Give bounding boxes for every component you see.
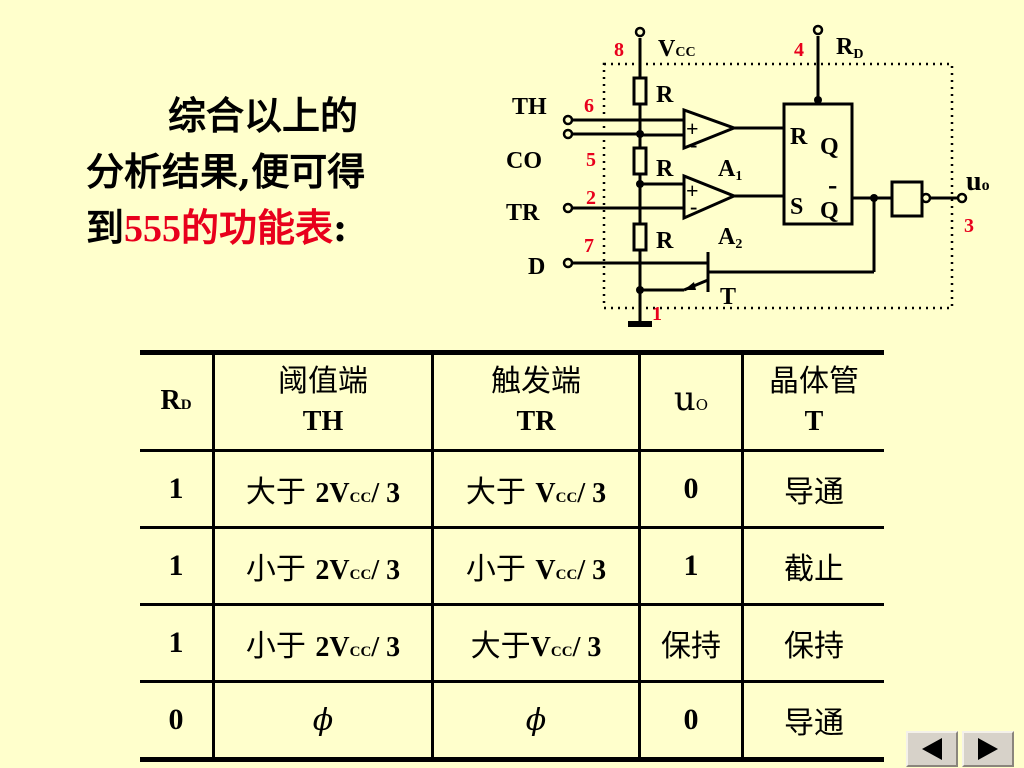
output-inverter — [890, 180, 924, 218]
circuit-diagram: VCC RD TH CO TR D R R R A1 A2 R S Q Q - … — [506, 24, 990, 327]
ff-qbar-label: Q — [820, 198, 839, 224]
output-label: uo — [966, 166, 990, 197]
pin-4: 4 — [794, 39, 804, 61]
table-row: 0 ϕ ϕ 0 导通 — [140, 681, 884, 760]
pin-3: 3 — [964, 215, 974, 237]
ff-qbar-overline: - — [828, 170, 837, 201]
table-row: 1 大于 2VCC/ 3 大于 VCC/ 3 0 导通 — [140, 450, 884, 528]
a2-label: A2 — [718, 224, 742, 252]
header-uo: uO — [638, 352, 744, 451]
vcc-label: VCC — [658, 36, 696, 62]
dont-care-symbol: ϕ — [431, 681, 641, 760]
intro-line-2: 分析结果,便可得 — [86, 149, 366, 194]
tr-label: TR — [506, 200, 540, 226]
pin-2: 2 — [586, 187, 596, 209]
resistor-2 — [632, 146, 648, 176]
triangle-left-icon — [922, 738, 942, 760]
prev-slide-button[interactable] — [906, 731, 958, 767]
co-label: CO — [506, 148, 542, 174]
transistor-label: T — [720, 284, 736, 310]
rd-label: RD — [836, 34, 863, 62]
flip-flop — [782, 102, 854, 226]
resistor-3 — [632, 222, 648, 252]
ff-q-label: Q — [820, 134, 839, 160]
table-row: 1 小于 2VCC/ 3 小于 VCC/ 3 1 截止 — [140, 527, 884, 605]
r-label-1: R — [656, 82, 674, 108]
r-label-3: R — [656, 228, 674, 254]
r-label-2: R — [656, 156, 674, 182]
a1-plus: + — [686, 116, 699, 141]
dont-care-symbol: ϕ — [212, 681, 434, 760]
triangle-right-icon — [978, 738, 998, 760]
d-label: D — [528, 254, 545, 280]
pin-6: 6 — [584, 95, 594, 117]
a2-plus: + — [686, 178, 699, 203]
comparator-a1 — [682, 107, 739, 151]
next-slide-button[interactable] — [962, 731, 1014, 767]
pin-1: 1 — [652, 303, 662, 325]
a1-label: A1 — [718, 156, 742, 184]
pin-8: 8 — [614, 39, 624, 61]
a1-minus: - — [690, 132, 697, 157]
pin-5: 5 — [586, 149, 596, 171]
intro-text: 综合以上的 分析结果,便可得 到555的功能表: — [86, 88, 446, 257]
th-label: TH — [512, 94, 547, 120]
header-rd: RD — [140, 352, 215, 451]
pin-7: 7 — [584, 235, 594, 257]
intro-line-3: 到555的功能表: — [86, 205, 348, 250]
comparator-a2 — [682, 173, 738, 221]
highlight-function-table: 的功能表 — [181, 205, 334, 250]
highlight-555: 555 — [124, 208, 182, 250]
transistor-t — [640, 252, 710, 292]
ff-r-label: R — [790, 124, 808, 150]
resistor-1 — [632, 76, 648, 106]
ff-s-label: S — [790, 194, 803, 220]
table-row: 1 小于 2VCC/ 3 大于VCC/ 3 保持 保持 — [140, 604, 884, 682]
a2-minus: - — [690, 194, 697, 219]
intro-line-1: 综合以上的 — [168, 93, 359, 138]
chip-boundary — [602, 62, 954, 310]
